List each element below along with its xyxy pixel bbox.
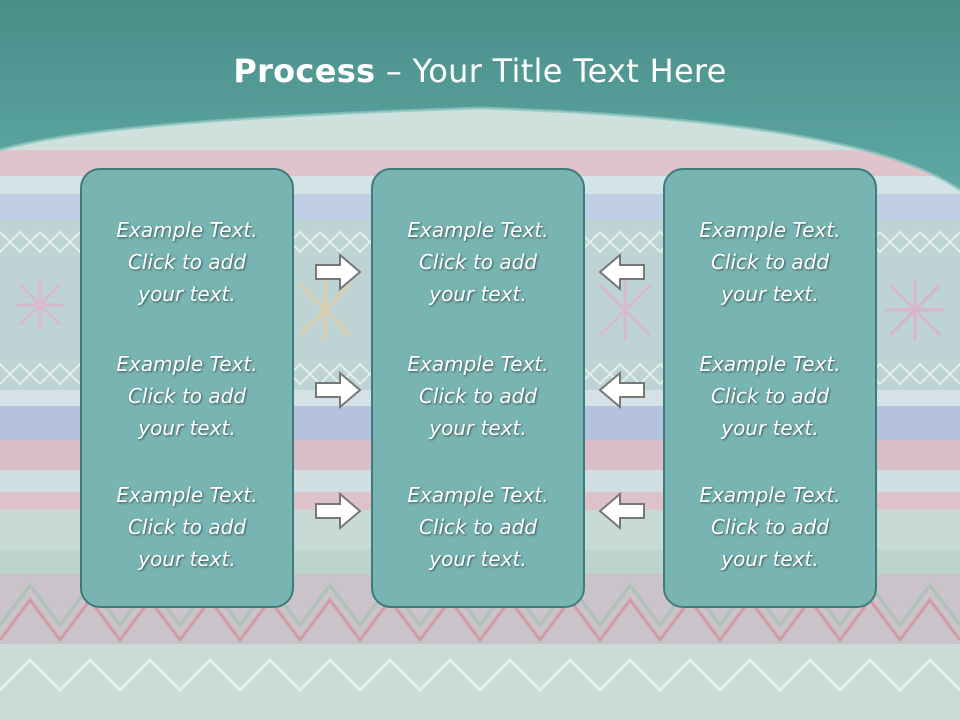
arrow-right-icon: [315, 491, 362, 531]
title-bold: Process: [233, 52, 376, 90]
box-3-text-2[interactable]: Example Text. Click to add your text.: [699, 352, 841, 440]
arrow-left-icon: [598, 491, 645, 531]
arrow-left-icon: [598, 252, 645, 292]
box-2-text-1[interactable]: Example Text. Click to add your text.: [407, 218, 549, 306]
process-box-3[interactable]: Example Text. Click to add your text. Ex…: [663, 168, 877, 608]
box-3-text-3[interactable]: Example Text. Click to add your text.: [699, 483, 841, 571]
arrow-right-icon: [315, 370, 362, 410]
box-2-text-2[interactable]: Example Text. Click to add your text.: [407, 352, 549, 440]
box-1-text-3[interactable]: Example Text. Click to add your text.: [116, 483, 258, 571]
box-1-text-2[interactable]: Example Text. Click to add your text.: [116, 352, 258, 440]
slide-title: Process – Your Title Text Here: [0, 52, 960, 90]
box-2-text-3[interactable]: Example Text. Click to add your text.: [407, 483, 549, 571]
title-text: Your Title Text Here: [412, 52, 727, 90]
process-box-1[interactable]: Example Text. Click to add your text. Ex…: [80, 168, 294, 608]
arrow-left-icon: [598, 370, 645, 410]
box-3-text-1[interactable]: Example Text. Click to add your text.: [699, 218, 841, 306]
arrow-right-icon: [315, 252, 362, 292]
title-separator: –: [375, 52, 413, 90]
process-box-2[interactable]: Example Text. Click to add your text. Ex…: [371, 168, 585, 608]
box-1-text-1[interactable]: Example Text. Click to add your text.: [116, 218, 258, 306]
